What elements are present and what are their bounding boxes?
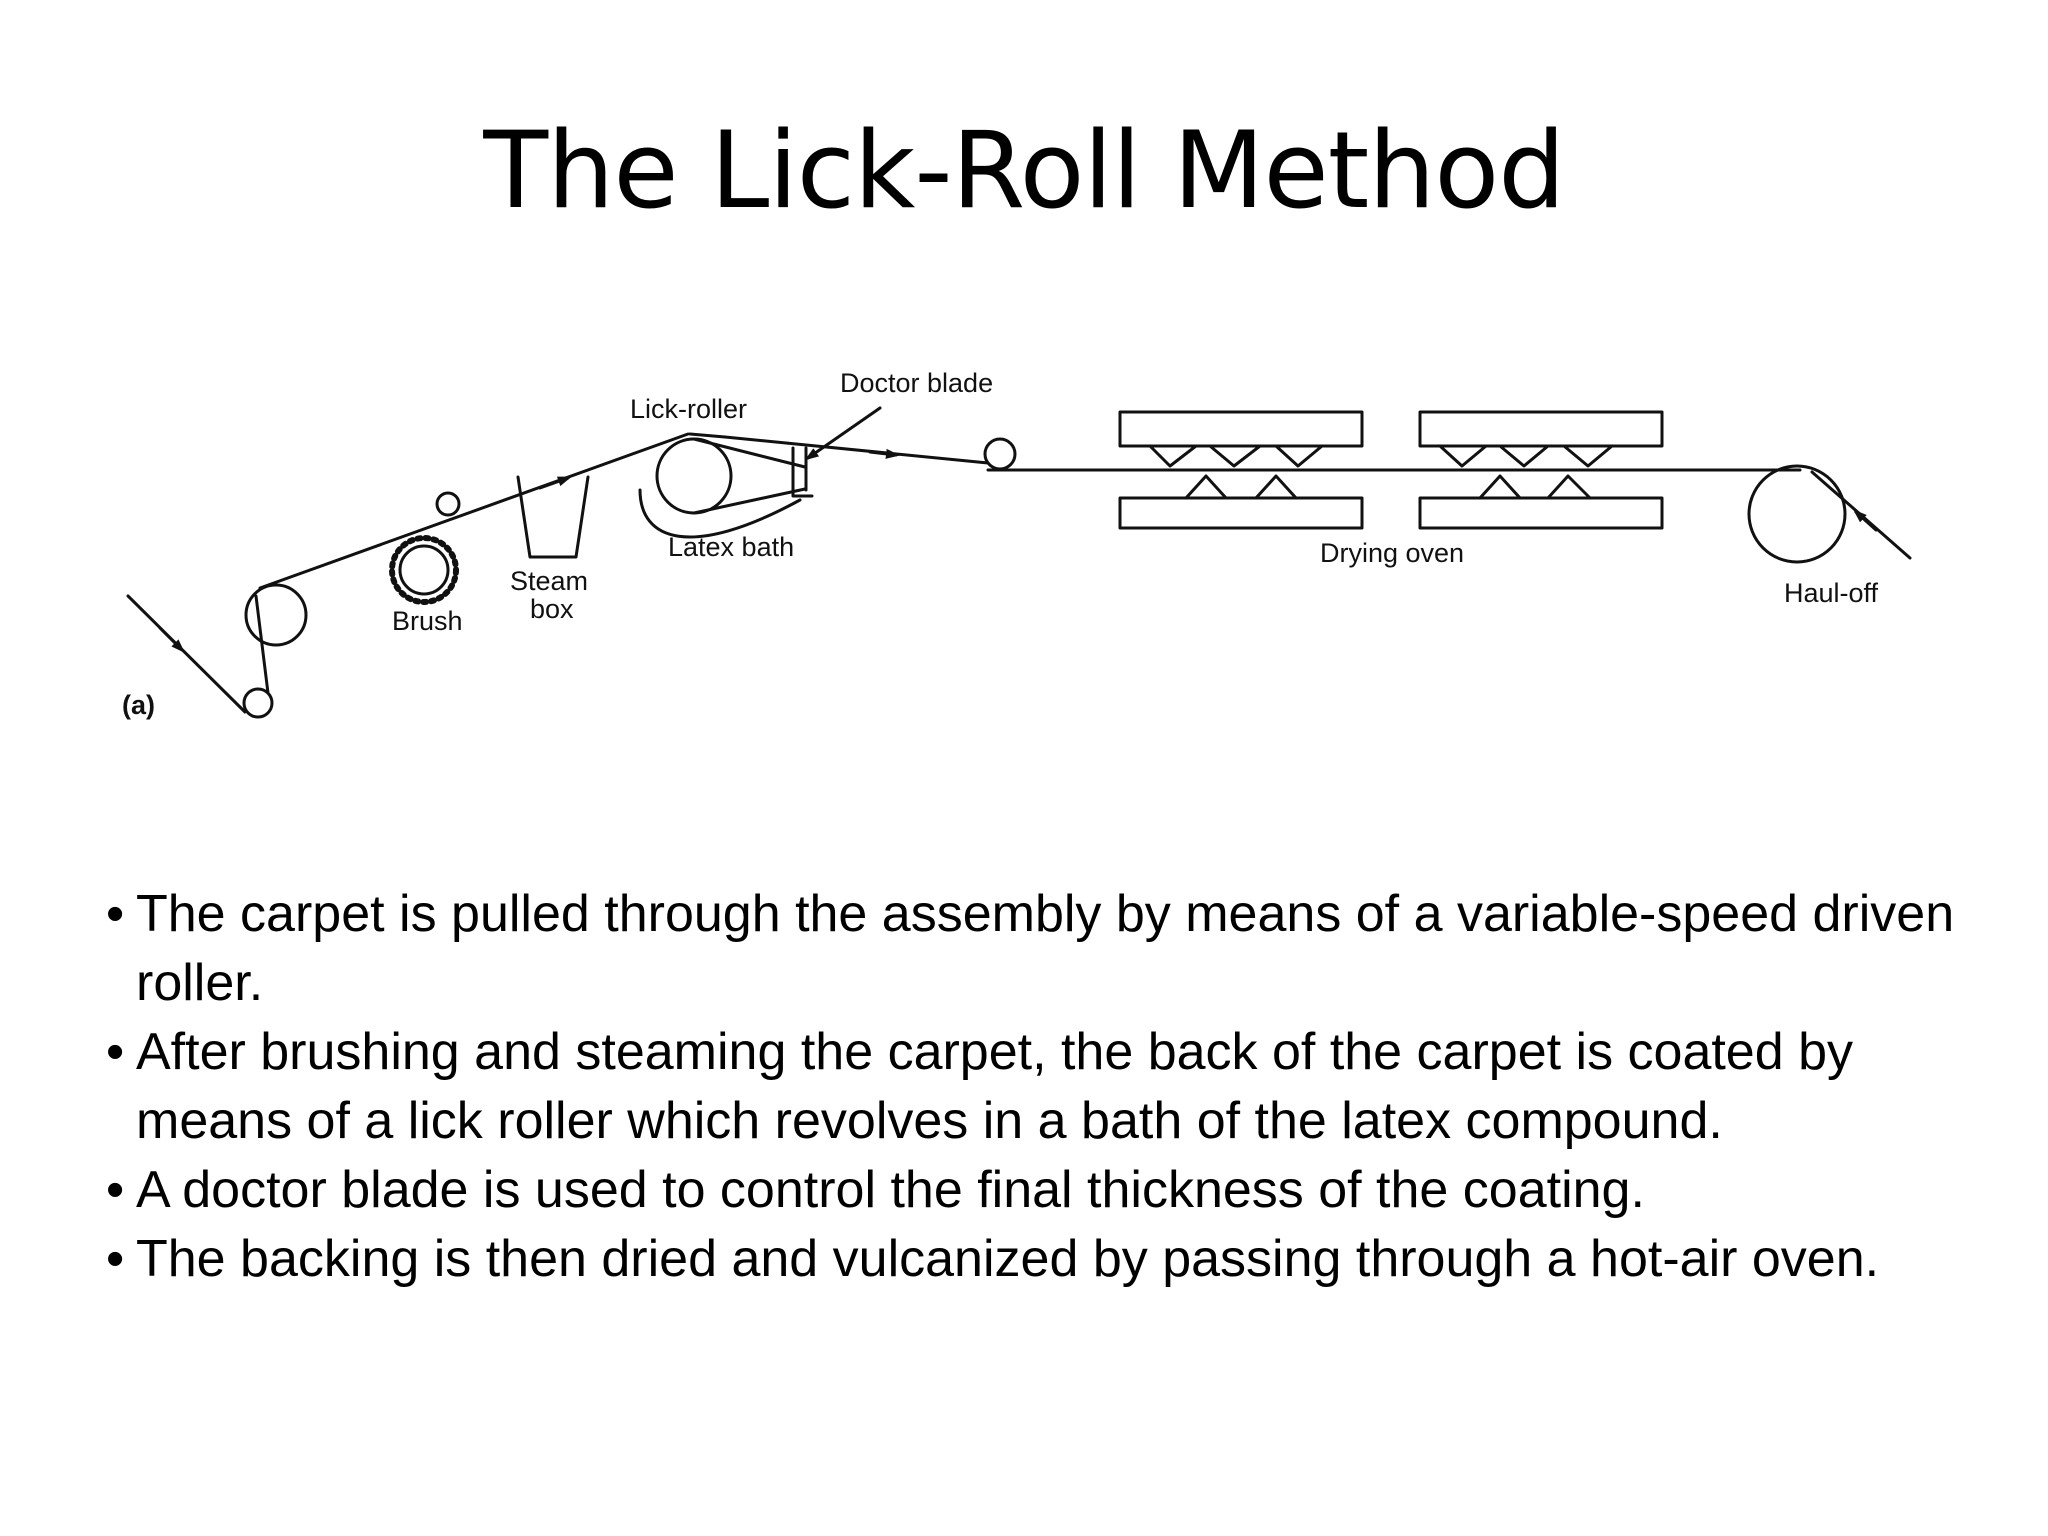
drying-oven-section-2 (1418, 410, 1664, 530)
steam-box (516, 475, 590, 559)
label-brush: Brush (392, 606, 463, 636)
label-latex-bath: Latex bath (668, 532, 794, 562)
lick-roller-belt (692, 437, 807, 515)
bullet-item: •After brushing and steaming the carpet,… (106, 1018, 2006, 1156)
bullet-item: •The carpet is pulled through the assemb… (106, 880, 2006, 1018)
bullet-symbol: • (106, 1161, 125, 1219)
bullet-text: A doctor blade is used to control the fi… (136, 1161, 1645, 1219)
label-lick-roller: Lick-roller (630, 394, 747, 424)
carpet-feed-arrow (158, 626, 185, 653)
bullet-text: The carpet is pulled through the assembl… (136, 885, 1955, 1012)
bullet-symbol: • (106, 1023, 125, 1081)
label-haul-off: Haul-off (1784, 578, 1879, 608)
label-drying-oven: Drying oven (1320, 538, 1464, 568)
carpet-path-incline (258, 432, 690, 590)
haul-off-roller (1747, 464, 1847, 564)
doctor-blade-pointer (804, 406, 882, 461)
lower-guide-roller (242, 687, 274, 719)
carpet-feed-line (126, 594, 247, 714)
bullet-item: •The backing is then dried and vulcanize… (106, 1225, 2006, 1294)
bullet-text: After brushing and steaming the carpet, … (136, 1023, 1854, 1150)
carpet-path-riser (254, 594, 270, 695)
label-doctor-blade: Doctor blade (840, 368, 993, 398)
carpet-over-lick-roller (688, 432, 727, 439)
carpet-path-to-oven (723, 435, 990, 465)
label-steam-box-line2: box (530, 594, 574, 624)
pressure-roller (435, 491, 461, 517)
bullet-item: •A doctor blade is used to control the f… (106, 1156, 2006, 1225)
latex-bath (638, 488, 802, 539)
carpet-path-arrow-2 (868, 448, 900, 459)
bullet-symbol: • (106, 885, 125, 943)
label-steam-box-line1: Steam (510, 566, 588, 596)
slide-title: The Lick-Roll Method (483, 109, 1565, 232)
lick-roller (655, 437, 733, 515)
haul-off-arrow (1853, 509, 1878, 532)
tension-roller (983, 437, 1017, 471)
bullet-text: The backing is then dried and vulcanized… (136, 1230, 1880, 1288)
brush-roller (398, 544, 450, 596)
drying-oven-section-1 (1118, 410, 1364, 530)
bullet-symbol: • (106, 1230, 125, 1288)
bullet-list: •The carpet is pulled through the assemb… (106, 880, 2006, 1294)
label-panel-tag: (a) (122, 690, 155, 720)
guide-roller (244, 583, 308, 647)
brush-bristles (389, 535, 459, 605)
carpet-path-arrow-1 (538, 476, 572, 490)
